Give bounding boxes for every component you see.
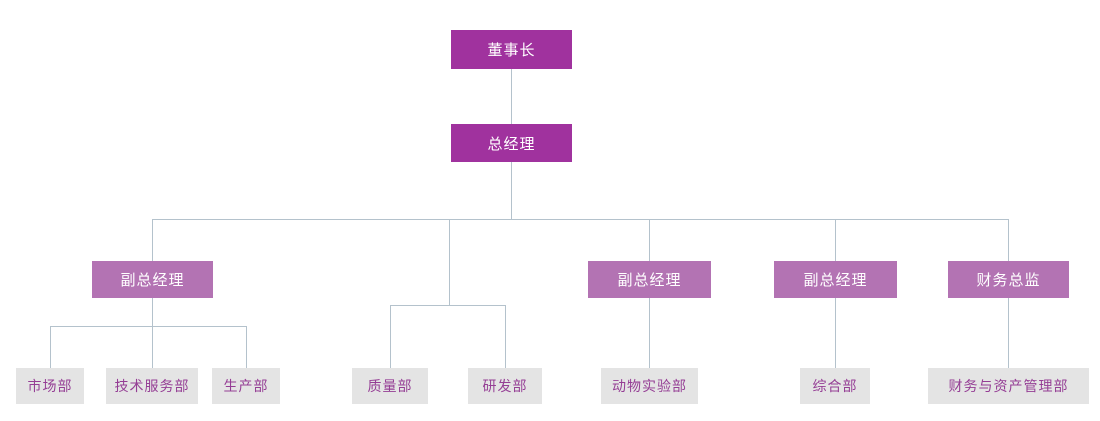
org-node-general-manager: 总经理 [451, 124, 572, 162]
org-node-deputy-gm-1: 副总经理 [92, 261, 213, 298]
org-node-quality-dept: 质量部 [352, 368, 428, 404]
org-node-deputy-gm-2: 副总经理 [588, 261, 711, 298]
org-node-finance-director: 财务总监 [948, 261, 1069, 298]
org-node-animal-lab-dept: 动物实验部 [601, 368, 698, 404]
org-node-general-affairs-dept: 综合部 [800, 368, 870, 404]
org-node-tech-service-dept: 技术服务部 [106, 368, 198, 404]
org-node-rnd-dept: 研发部 [468, 368, 542, 404]
org-node-deputy-gm-3: 副总经理 [774, 261, 897, 298]
org-node-marketing-dept: 市场部 [16, 368, 84, 404]
org-node-chairman: 董事长 [451, 30, 572, 69]
org-node-production-dept: 生产部 [212, 368, 280, 404]
org-node-finance-asset-dept: 财务与资产管理部 [928, 368, 1089, 404]
